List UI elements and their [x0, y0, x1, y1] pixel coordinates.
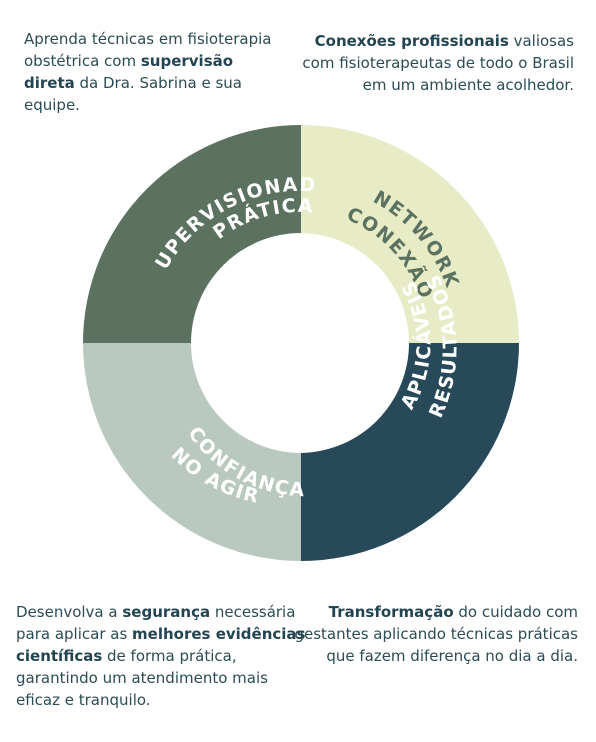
note-text: Desenvolva a	[16, 603, 123, 621]
note-supervised-practice: Aprenda técnicas em fisioterapia obstétr…	[24, 28, 284, 116]
note-professional-connections: Conexões profissionais valiosas com fisi…	[294, 30, 574, 96]
ring-diagram: PRÁTICA SUPERVISIONADA CONEXÃO NETWORK R…	[83, 125, 519, 561]
note-transformation: Transformação do cuidado com gestantes a…	[288, 601, 578, 667]
segment-resultados	[301, 343, 519, 561]
note-text: de forma prática, garantindo um atendime…	[16, 647, 268, 709]
note-highlight: Conexões profissionais	[314, 32, 509, 50]
segment-pratica	[83, 125, 301, 343]
note-highlight: segurança	[122, 603, 211, 621]
note-text: valiosas com fisioterapeutas de todo o B…	[302, 32, 574, 94]
segment-conexao	[301, 125, 519, 343]
note-highlight: Transformação	[328, 603, 454, 621]
note-highlight: melhores evidências científicas	[16, 625, 306, 665]
note-text: do cuidado com gestantes aplicando técni…	[294, 603, 578, 665]
note-highlight: supervisão direta	[24, 52, 234, 92]
note-confidence: Desenvolva a segurança necessária para a…	[16, 601, 316, 711]
note-text: necessária para aplicar as	[16, 603, 296, 643]
note-text: Aprenda técnicas em fisioterapia obstétr…	[24, 30, 272, 70]
note-text: da Dra. Sabrina e sua equipe.	[24, 74, 242, 114]
segment-confianca	[83, 343, 301, 561]
